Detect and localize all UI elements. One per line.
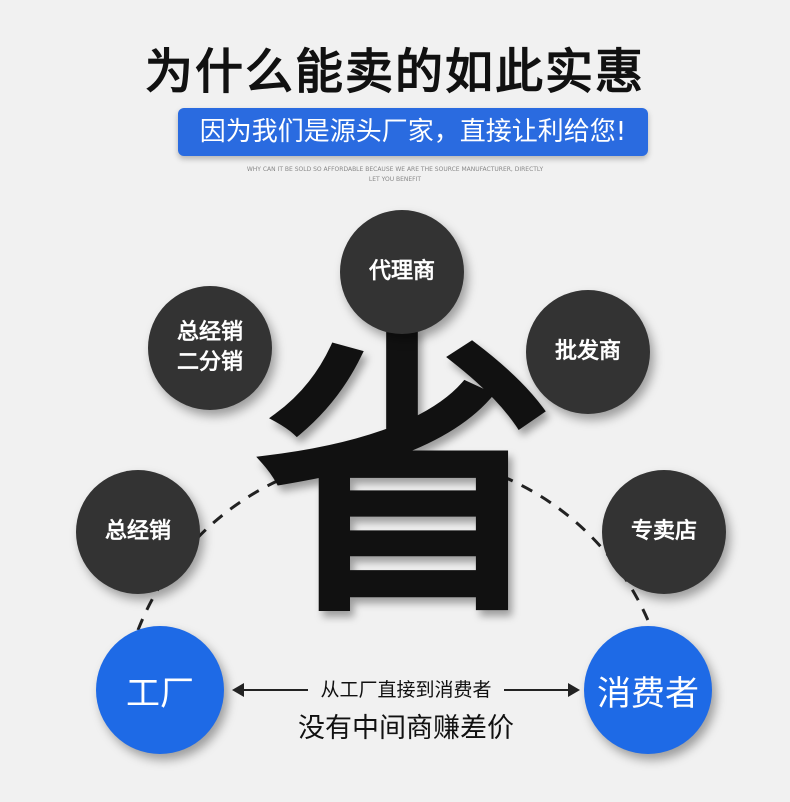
general-label: 总经销 — [104, 519, 171, 545]
circle-store: 专卖店 — [602, 470, 726, 594]
circle-general-distributor-l2: 总经销 二分销 — [148, 286, 272, 410]
page-title: 为什么能卖的如此实惠 — [144, 44, 645, 100]
save-character: 省 — [255, 305, 555, 654]
wholesaler-label: 批发商 — [554, 339, 621, 365]
factory-label: 工厂 — [126, 673, 194, 714]
banner: 因为我们是源头厂家，直接让利给您! — [178, 108, 648, 156]
double-arrow: 从工厂直接到消费者 — [232, 678, 580, 702]
consumer-label: 消费者 — [597, 673, 699, 714]
circle-wholesaler: 批发商 — [526, 290, 650, 414]
arrow-text: 从工厂直接到消费者 — [320, 679, 492, 701]
english-subtitle: WHY CAN IT BE SOLD SO AFFORDABLE BECAUSE… — [246, 166, 544, 183]
circle-general-distributor: 总经销 — [76, 470, 200, 594]
arrow-right-icon — [568, 683, 580, 697]
circle-consumer: 消费者 — [584, 626, 712, 754]
sub-text: 没有中间商赚差价 — [298, 713, 514, 744]
agent-label: 代理商 — [368, 259, 435, 285]
circle-agent: 代理商 — [340, 210, 464, 334]
arrow-left-icon — [232, 683, 244, 697]
store-label: 专卖店 — [630, 519, 697, 545]
circle-factory: 工厂 — [96, 626, 224, 754]
general-l2-label: 总经销 二分销 — [176, 320, 243, 375]
